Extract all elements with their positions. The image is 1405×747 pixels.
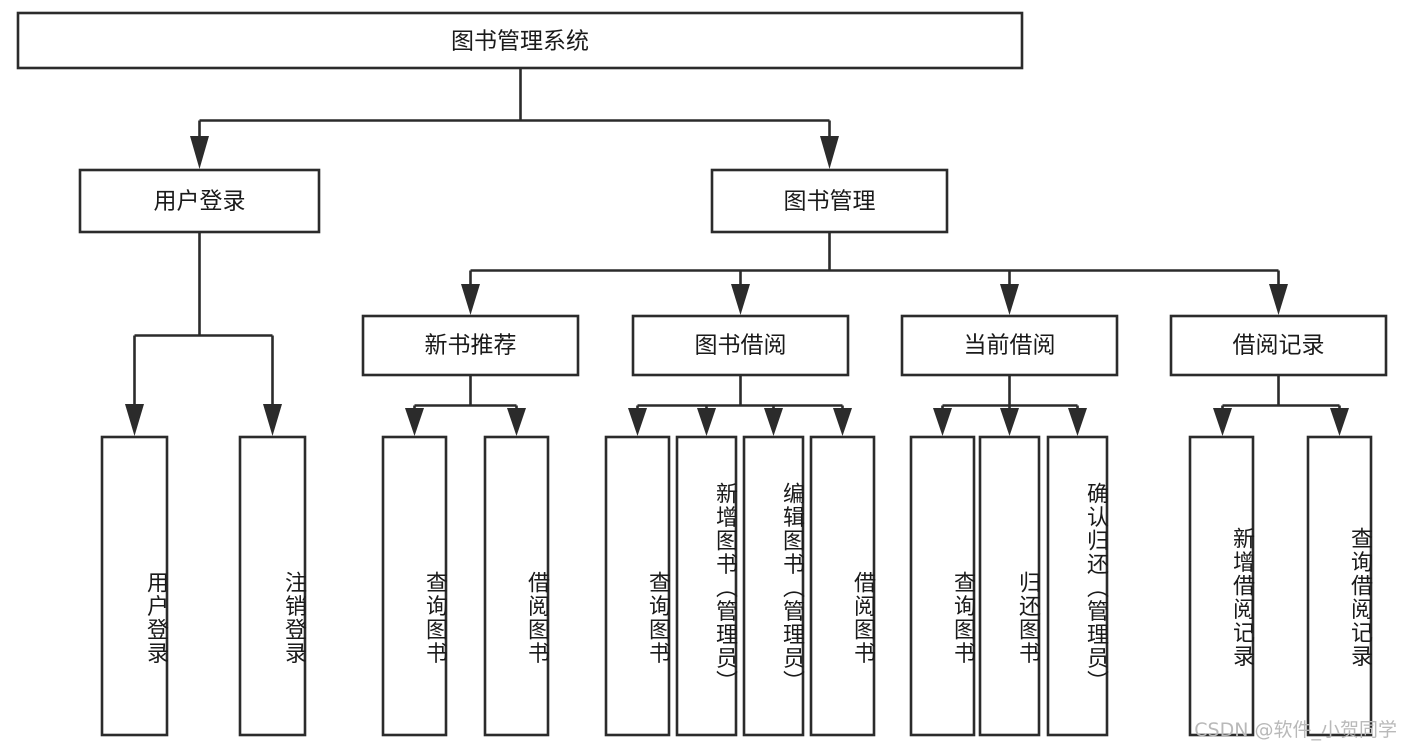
node-current-borrow-label: 当前借阅 (964, 333, 1056, 359)
arrow-head-bb-add-book (697, 408, 716, 436)
connector-group-root (190, 68, 839, 169)
connector-group-new-book-rec (405, 375, 526, 436)
arrow-head-bb-borrow-book (833, 408, 852, 436)
node-borrow-record-label: 借阅记录 (1233, 333, 1325, 359)
node-root-label: 图书管理系统 (451, 29, 589, 55)
arrow-head-nbr-borrow-book (507, 408, 526, 436)
leaf-box-cb-return-book[interactable] (978, 435, 1041, 737)
node-root-box[interactable] (16, 11, 1024, 70)
arrow-head-bb-edit-book (764, 408, 783, 436)
connector-group-book-mgmt (461, 232, 1288, 315)
arrow-head-leaf-user-login (125, 404, 144, 436)
arrow-head-book-borrow (731, 284, 750, 315)
arrow-head-cb-return-book (1000, 408, 1019, 436)
connector-group-book-borrow (628, 375, 852, 436)
node-book-management-label: 图书管理 (784, 189, 876, 215)
arrow-head-br-query-record (1330, 408, 1349, 436)
connector-group-user-login (125, 232, 282, 436)
leaf-box-cb-query-book[interactable] (909, 435, 976, 737)
leaf-box-bb-query-book[interactable] (604, 435, 671, 737)
node-borrow-record-box[interactable] (1169, 314, 1388, 377)
connector-group-current-borrow (933, 375, 1087, 436)
node-current-borrow[interactable]: 当前借阅 (900, 314, 1119, 377)
node-user-login[interactable]: 用户登录 (78, 168, 321, 234)
node-book-borrow-box[interactable] (631, 314, 850, 377)
leaf-box-bb-borrow-book[interactable] (809, 435, 876, 737)
node-book-borrow[interactable]: 图书借阅 (631, 314, 850, 377)
node-root[interactable]: 图书管理系统 (16, 11, 1024, 70)
node-current-borrow-box[interactable] (900, 314, 1119, 377)
node-new-book-recommend-label: 新书推荐 (425, 333, 517, 359)
leaf-box-cb-confirm-return[interactable] (1046, 435, 1109, 737)
node-user-login-box[interactable] (78, 168, 321, 234)
arrow-head-user-login (190, 136, 209, 169)
leaf-box-br-query-record[interactable] (1306, 435, 1373, 737)
leaf-box-nbr-query-book[interactable] (381, 435, 448, 737)
watermark-text: CSDN @软件_小贺同学 (1194, 719, 1397, 741)
arrow-head-br-add-record (1213, 408, 1232, 436)
arrow-head-nbr-query-book (405, 408, 424, 436)
arrow-head-cb-confirm-return (1068, 408, 1087, 436)
arrow-head-book-mgmt (820, 136, 839, 169)
arrow-head-new-book-rec (461, 284, 480, 315)
leaf-box-user-login[interactable] (100, 435, 169, 737)
arrow-head-current-borrow (1000, 284, 1019, 315)
node-borrow-record[interactable]: 借阅记录 (1169, 314, 1388, 377)
arrow-head-cb-query-book (933, 408, 952, 436)
node-new-book-recommend-box[interactable] (361, 314, 580, 377)
leaf-box-nbr-borrow-book[interactable] (483, 435, 550, 737)
leaf-box-logout[interactable] (238, 435, 307, 737)
arrow-head-leaf-logout (263, 404, 282, 436)
leaf-box-br-add-record[interactable] (1188, 435, 1255, 737)
arrow-head-borrow-record (1269, 284, 1288, 315)
leaf-box-bb-edit-book[interactable] (742, 435, 805, 737)
connector-group-borrow-record (1213, 375, 1349, 436)
node-book-management[interactable]: 图书管理 (710, 168, 949, 234)
node-book-management-box[interactable] (710, 168, 949, 234)
arrow-head-bb-query-book (628, 408, 647, 436)
node-book-borrow-label: 图书借阅 (695, 333, 787, 359)
node-new-book-recommend[interactable]: 新书推荐 (361, 314, 580, 377)
node-user-login-label: 用户登录 (154, 189, 246, 215)
leaf-box-bb-add-book[interactable] (675, 435, 738, 737)
